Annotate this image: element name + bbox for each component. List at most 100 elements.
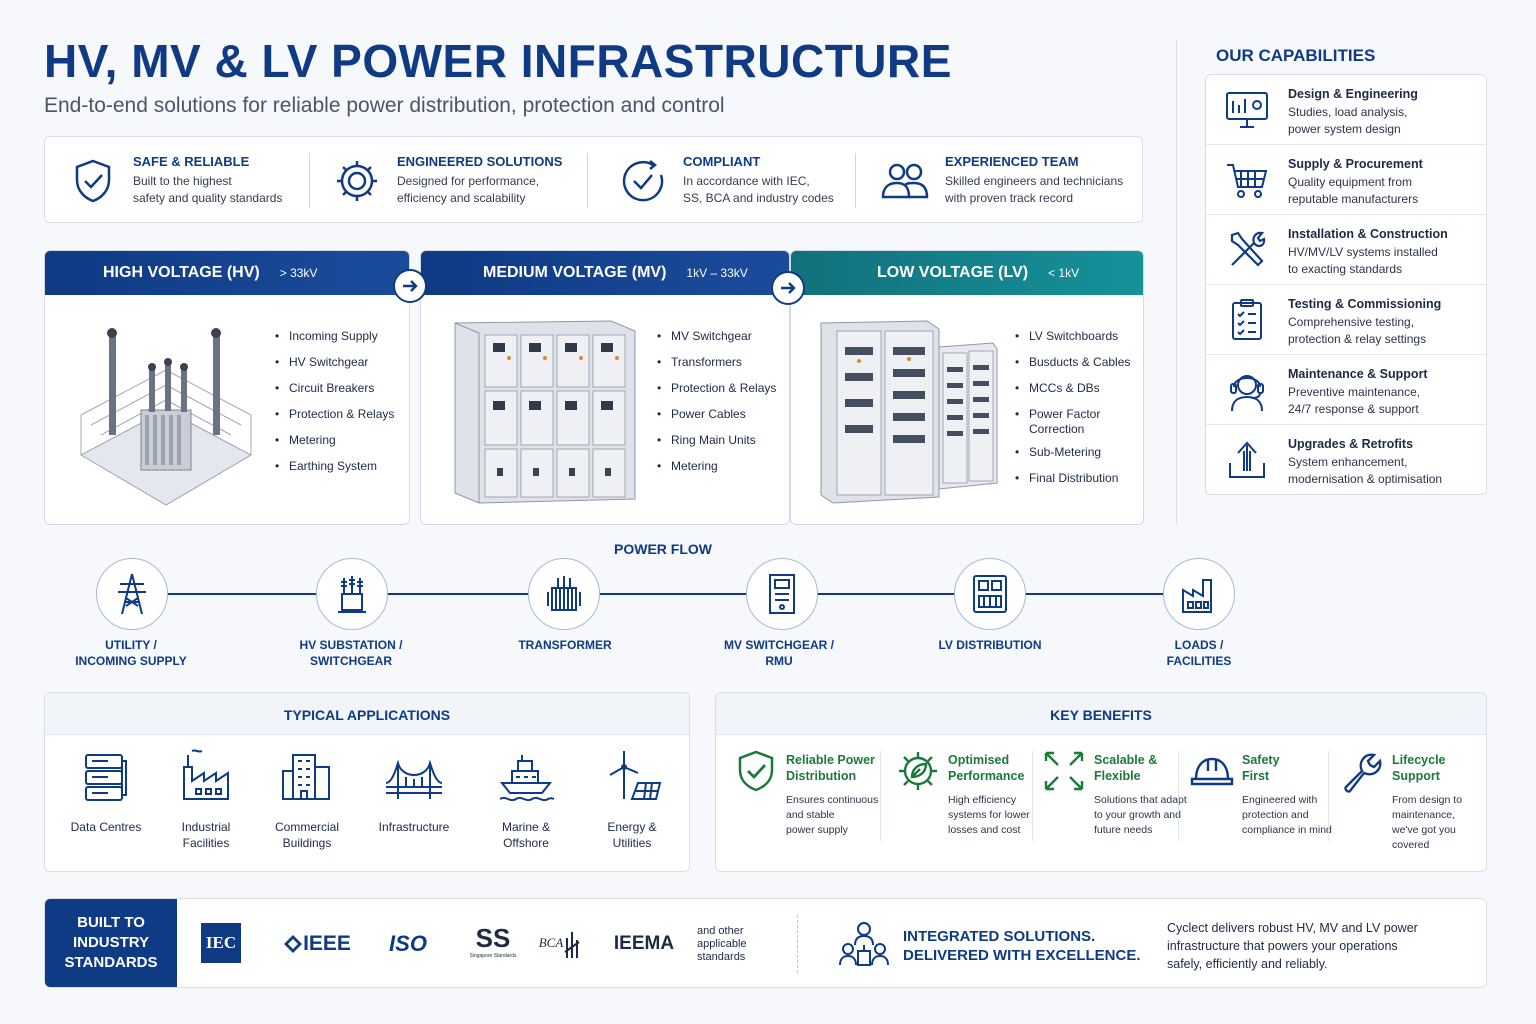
flow-label: LOADS / FACILITIES (1114, 637, 1284, 669)
capability-design: Design & Engineering Studies, load analy… (1206, 75, 1486, 145)
pylon-icon (118, 573, 146, 615)
divider (1032, 751, 1033, 841)
capability-maintenance: Maintenance & Support Preventive mainten… (1206, 355, 1486, 425)
benefit-desc-line: covered (1392, 839, 1430, 851)
bca-logo: BCA (535, 923, 585, 963)
benefit-desc-line: High efficiency (948, 794, 1017, 806)
transformer-icon (547, 576, 581, 611)
flow-label: UTILITY /INCOMING SUPPLY (46, 637, 216, 669)
feature-desc: with proven track record (945, 191, 1074, 205)
benefit-desc-line: maintenance, (1392, 809, 1456, 821)
capability-desc: Preventive maintenance,24/7 response & s… (1288, 384, 1420, 418)
flow-node-loads (1163, 558, 1235, 630)
feature-title: COMPLIANT (683, 154, 761, 169)
application-label: Infrastructure (378, 820, 450, 834)
application-label-line: Offshore (503, 836, 549, 850)
page-subtitle: End-to-end solutions for reliable power … (44, 94, 725, 117)
divider (1328, 751, 1329, 841)
headset-icon (1230, 375, 1264, 412)
tagline-line: INTEGRATED SOLUTIONS. (903, 928, 1096, 945)
hv-title: HIGH VOLTAGE (HV) (103, 264, 260, 281)
substation-icon (338, 576, 366, 613)
benefit-title-line: Lifecycle (1392, 753, 1446, 767)
feature-desc: Skilled engineers and technicians (945, 174, 1124, 188)
application-label-line: Energy & (607, 820, 657, 834)
benefit-title-line: Flexible (1094, 769, 1141, 783)
feature-desc: efficiency and scalability (397, 191, 526, 205)
list-item: Circuit Breakers (275, 381, 394, 407)
description-line: Cyclect delivers robust HV, MV and LV po… (1167, 921, 1418, 935)
flow-node-utility (96, 558, 168, 630)
list-item: Earthing System (275, 459, 394, 485)
capabilities-list: Design & Engineering Studies, load analy… (1205, 74, 1487, 495)
mv-panel: MEDIUM VOLTAGE (MV) 1kV – 33kV MV Switch… (420, 250, 790, 525)
feature-desc: safety and quality standards (133, 191, 283, 205)
benefit-desc-line: compliance in mind (1242, 824, 1332, 836)
flow-label: TRANSFORMER (480, 637, 650, 653)
benefit-title-line: Distribution (786, 769, 857, 783)
list-item: Ring Main Units (657, 433, 776, 459)
clipboard-icon (1232, 299, 1262, 340)
benefit-desc-line: to your growth and (1094, 809, 1181, 821)
flow-label-line: LOADS / (1174, 638, 1224, 652)
arrow-right-icon (781, 282, 796, 294)
benefit-desc-line: From design to (1392, 794, 1463, 806)
flow-node-mv-switchgear (746, 558, 818, 630)
benefit-desc-line: losses and cost (948, 824, 1021, 836)
benefit-title-line: First (1242, 769, 1270, 783)
benefit-title-line: Optimised (948, 753, 1010, 767)
capabilities-title: OUR CAPABILITIES (1216, 46, 1376, 65)
capability-desc-line: Quality equipment from (1288, 175, 1413, 189)
flow-label: LV DISTRIBUTION (905, 637, 1075, 653)
gear-icon (337, 160, 377, 201)
divider (587, 153, 588, 208)
list-item: MCCs & DBs (1015, 381, 1130, 407)
upload-arrow-icon (1229, 441, 1265, 478)
bridge-icon (385, 759, 443, 799)
capability-title: Supply & Procurement (1288, 157, 1423, 171)
wind-solar-icon (609, 751, 662, 800)
feature-desc: SS, BCA and industry codes (683, 191, 834, 205)
mv-switchgear-illustration (454, 320, 636, 504)
list-item: HV Switchgear (275, 355, 394, 381)
gear-leaf-icon (899, 752, 937, 790)
hv-substation-illustration (79, 328, 253, 506)
list-item: Power Factor (1015, 407, 1130, 422)
capability-desc-line: Preventive maintenance, (1288, 385, 1421, 399)
lv-title: LOW VOLTAGE (LV) (877, 264, 1029, 281)
ship-icon (499, 755, 555, 802)
list-item: Transformers (657, 355, 776, 381)
capability-desc-line: power system design (1288, 122, 1401, 136)
benefit-desc-line: Ensures continuous (786, 794, 879, 806)
wrench-icon (1344, 753, 1382, 793)
list-item: Metering (275, 433, 394, 459)
ieee-logo-text: IEEE (303, 932, 351, 955)
list-item: Sub-Metering (1015, 445, 1130, 471)
application-infrastructure: Infrastructure (359, 747, 469, 835)
note-line: applicable (697, 938, 747, 950)
description-line: safely, efficiently and reliably. (1167, 957, 1328, 971)
benefits-title: KEY BENEFITS (716, 693, 1486, 735)
team-icon (881, 163, 929, 198)
flow-label-line: INCOMING SUPPLY (75, 654, 187, 668)
capability-desc-line: modernisation & optimisation (1288, 472, 1443, 486)
capability-title: Upgrades & Retrofits (1288, 437, 1414, 451)
flow-label-line: FACILITIES (1166, 654, 1232, 668)
benefit-title-line: Reliable Power (786, 753, 875, 767)
